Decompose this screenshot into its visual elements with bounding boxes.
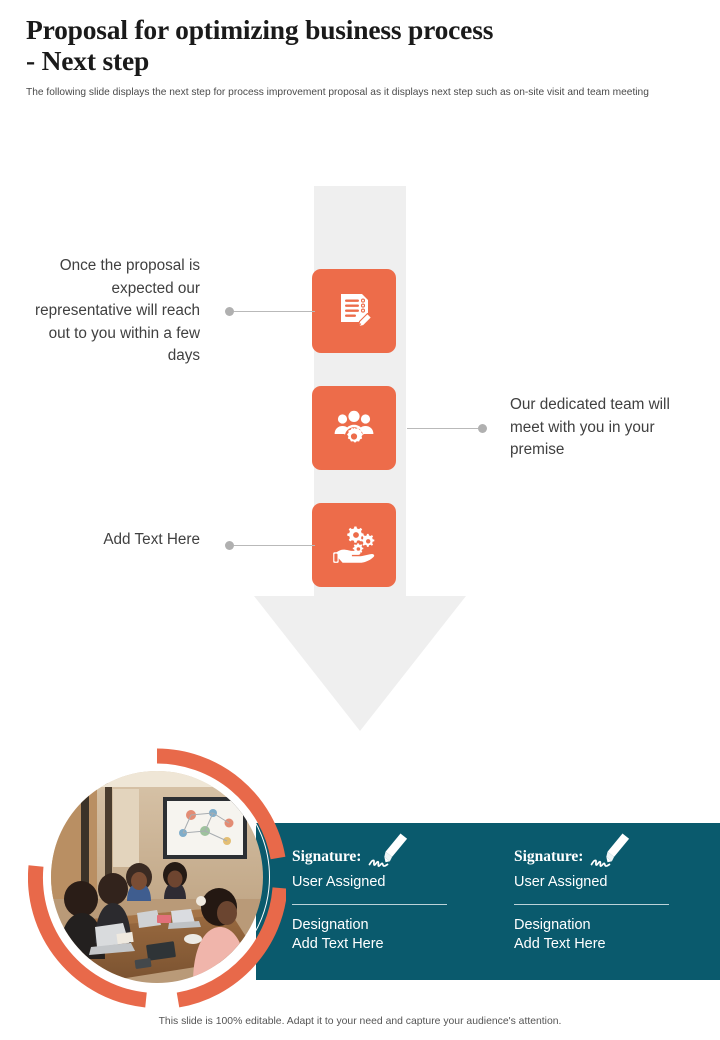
signature-rule-1: [292, 904, 447, 905]
step-icon-box-3[interactable]: [312, 503, 396, 587]
signature-designation-line2-1: Add Text Here: [292, 936, 384, 952]
page-title: Proposal for optimizing business process…: [26, 14, 698, 76]
signature-label-row-2: Signature:: [514, 833, 694, 869]
gears-group: [347, 526, 375, 554]
signature-user-1: User Assigned: [292, 874, 386, 890]
signature-panel: Signature: User Assigned Designation Add…: [256, 823, 720, 980]
page-title-line2: - Next step: [26, 45, 150, 76]
signature-label-row-1: Signature:: [292, 833, 472, 869]
connector-dot-1: [225, 306, 234, 316]
header: Proposal for optimizing business process…: [26, 14, 698, 99]
signature-designation-line1-2: Designation: [514, 917, 591, 933]
signature-label-2: Signature:: [514, 848, 584, 865]
signature-user-2: User Assigned: [514, 874, 608, 890]
signature-pen-icon-1: [367, 831, 417, 876]
connector-line-2: [407, 423, 487, 433]
connector-segment-1: [234, 310, 315, 312]
connector-line-3: [225, 540, 315, 550]
photo-circle: [51, 771, 263, 983]
photo-illustration: [51, 771, 263, 983]
gear-glyph: [344, 427, 364, 446]
connector-segment-3: [234, 544, 315, 546]
step-text-2: Our dedicated team will meet with you in…: [510, 396, 670, 458]
signature-label-1: Signature:: [292, 848, 362, 865]
connector-dot-3: [225, 540, 234, 550]
signature-pen-icon-2: [589, 831, 639, 876]
signature-designation-line1-1: Designation: [292, 917, 369, 933]
connector-dot-2: [478, 423, 487, 433]
page-subtitle: The following slide displays the next st…: [26, 87, 649, 98]
signature-rule-2: [514, 904, 669, 905]
connector-line-1: [225, 306, 315, 316]
step-text-3: Add Text Here: [103, 531, 200, 548]
footer-note: This slide is 100% editable. Adapt it to…: [158, 1016, 562, 1027]
signature-block-2: Signature: User Assigned Designation Add…: [514, 833, 694, 954]
step-icon-box-2[interactable]: [312, 386, 396, 470]
step-text-1: Once the proposal is expected our repres…: [35, 257, 200, 364]
team-gear-icon: [334, 410, 374, 446]
signature-designation-line2-2: Add Text Here: [514, 936, 606, 952]
page-title-line1: Proposal for optimizing business process: [26, 14, 494, 45]
signature-block-1: Signature: User Assigned Designation Add…: [292, 833, 472, 954]
step-icon-box-1[interactable]: [312, 269, 396, 353]
connector-segment-2: [407, 427, 478, 429]
meeting-photo: [28, 748, 286, 1010]
document-pencil-icon: [341, 294, 373, 328]
hand-gears-icon: [333, 526, 375, 563]
gear-holes: [353, 532, 371, 551]
